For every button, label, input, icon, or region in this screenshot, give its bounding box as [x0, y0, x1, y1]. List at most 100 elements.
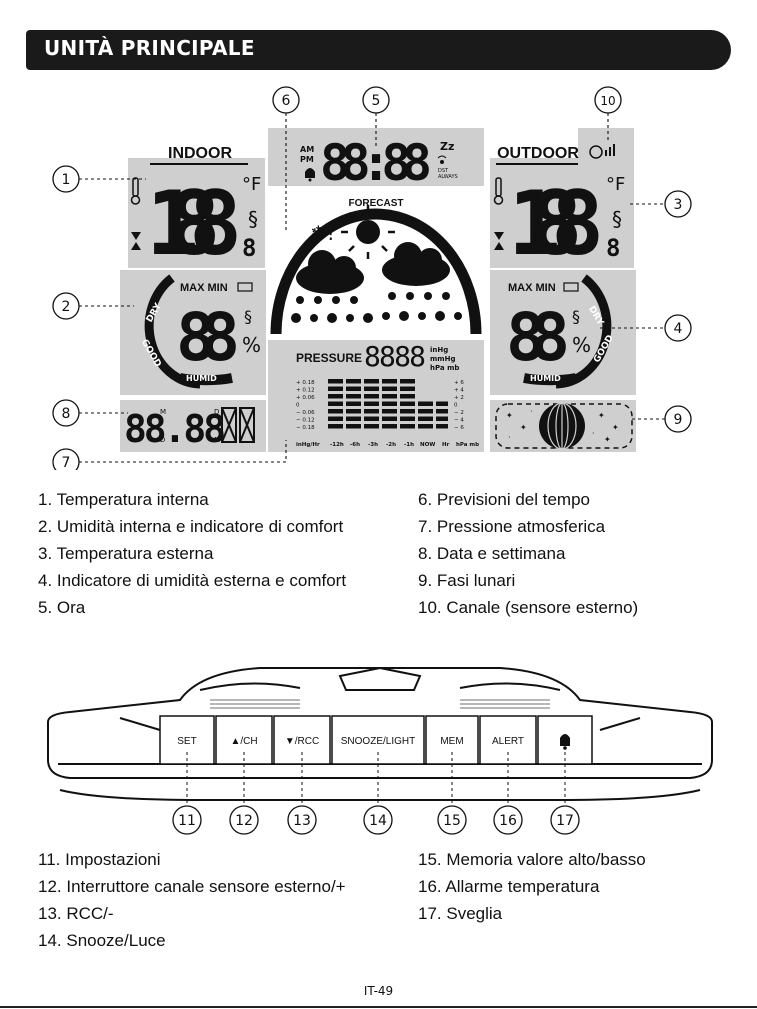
svg-text:inHg: inHg: [430, 346, 448, 354]
svg-text:§: §: [572, 307, 580, 326]
snowflake-icon: ❄!: [310, 221, 335, 245]
bottom-rule: [0, 1006, 757, 1008]
bar-right-label: − 2: [454, 410, 464, 416]
bell-icon: [560, 734, 570, 750]
device-button: [215, 715, 273, 765]
indoor-label: INDOOR: [168, 145, 232, 162]
bar-axis-label: -2h: [386, 442, 396, 448]
bar-left-label: + 0.18: [296, 380, 315, 386]
svg-text:✦: ✦: [520, 423, 527, 432]
pressure-bar-segment: [346, 386, 361, 391]
legend-item: 17. Sveglia: [418, 904, 503, 923]
pressure-bar-segment: [382, 386, 397, 391]
cloud-right-icon: [382, 242, 450, 286]
legend-item: 2. Umidità interna e indicatore di comfo…: [38, 517, 344, 536]
bar-left-label: − 0.12: [296, 418, 315, 424]
pressure-bar-segment: [418, 424, 433, 429]
pressure-bar-segment: [328, 409, 343, 414]
pressure-bar-segment: [346, 379, 361, 384]
device-button-label: SET: [177, 736, 196, 747]
bar-axis-label: Hr: [442, 442, 450, 448]
cloud-left-icon: [296, 250, 364, 294]
bar-axis-label: -6h: [350, 442, 360, 448]
callout-17: 17: [556, 813, 574, 829]
callout-13: 13: [293, 813, 311, 829]
device-button: [331, 715, 425, 765]
pressure-bar-segment: [364, 416, 379, 421]
device-button: [425, 715, 479, 765]
device-button: [479, 715, 537, 765]
svg-text:ALWAYS: ALWAYS: [438, 174, 458, 180]
pressure-bar-segment: [382, 379, 397, 384]
svg-text:✦: ✦: [604, 435, 611, 444]
bar-right-label: 0: [454, 403, 458, 409]
page-number: IT-49: [363, 984, 394, 998]
pressure-bar-segment: [346, 401, 361, 406]
sun-icon: [341, 205, 395, 259]
bar-axis-label: -1h: [404, 442, 414, 448]
buttons-legend-right: 15. Memoria valore alto/basso 16. Allarm…: [418, 846, 646, 927]
svg-text:·: ·: [508, 433, 511, 442]
thermometer-icon: [130, 177, 141, 205]
indoor-humidity-digits: 88: [176, 299, 240, 376]
callout-12: 12: [235, 813, 253, 829]
device-button-label: ▲/CH: [230, 736, 257, 747]
pm-label: PM: [300, 155, 314, 164]
callout-14: 14: [369, 813, 387, 829]
pressure-bar-segment: [328, 416, 343, 421]
svg-text:D: D: [214, 408, 219, 416]
clock-digits: 88:88: [320, 134, 432, 192]
bar-left-label: + 0.06: [296, 395, 315, 401]
battery-icon: [237, 282, 253, 292]
callout-16: 16: [499, 813, 517, 829]
weekday-segments: [221, 407, 255, 443]
bell-icon: [305, 168, 315, 182]
am-label: AM: [300, 145, 314, 154]
svg-text:HUMID: HUMID: [530, 374, 561, 383]
device-button-label: SNOOZE/LIGHT: [341, 736, 415, 747]
rain-drops-icon: [291, 292, 462, 323]
pressure-bar-segment: [400, 409, 415, 414]
pressure-bar-segment: [436, 401, 448, 406]
pressure-bar-segment: [418, 416, 433, 421]
callout-7: 7: [62, 455, 71, 470]
callout-9: 9: [674, 412, 683, 428]
bar-right-label: − 4: [454, 418, 464, 424]
radio-signal-icon: [437, 155, 447, 164]
legend-item: 13. RCC/-: [38, 904, 114, 923]
legend-item: 6. Previsioni del tempo: [418, 490, 590, 509]
pressure-bar-segment: [364, 386, 379, 391]
svg-text:✦: ✦: [612, 423, 619, 432]
legend-item: 1. Temperatura interna: [38, 490, 209, 509]
callout-5: 5: [372, 93, 381, 109]
channel-icon: [589, 144, 615, 159]
bar-axis-label: -3h: [368, 442, 378, 448]
bar-left-label: − 0.18: [296, 425, 315, 431]
legend-item: 14. Snooze/Luce: [38, 931, 166, 950]
indoor-maxmin-label: MAX MIN: [180, 282, 228, 294]
device-button: [159, 715, 215, 765]
pressure-bar-segment: [364, 379, 379, 384]
forecast-label: FORECAST: [349, 198, 404, 209]
pressure-bar-segment: [382, 424, 397, 429]
legend-item: 12. Interruttore canale sensore esterno/…: [38, 877, 346, 896]
bar-right-label: + 4: [454, 388, 464, 394]
lcd-display-diagram: INDOOR 188 8 °F § DRY GOOD HUMID MAX MIN…: [52, 86, 692, 470]
trend-arrow-icon: [131, 232, 141, 250]
pressure-bar-segment: [346, 409, 361, 414]
legend-item: 16. Allarme temperatura: [418, 877, 600, 896]
pressure-bar-segment: [400, 386, 415, 391]
device-button-label: ▼/RCC: [285, 736, 319, 747]
moon-phase-icon: [539, 402, 585, 450]
legend-item: 3. Temperatura esterna: [38, 544, 214, 563]
pressure-bar-segment: [364, 394, 379, 399]
indoor-temp-digits: 188: [146, 172, 242, 275]
pressure-bar-segment: [400, 424, 415, 429]
pressure-bar-segment: [400, 416, 415, 421]
indoor-temp-decimal: 8: [242, 234, 256, 262]
svg-text:✦: ✦: [598, 411, 605, 420]
pressure-bar-segment: [382, 394, 397, 399]
svg-text:Zz: Zz: [440, 140, 454, 153]
callout-1: 1: [62, 172, 71, 188]
pressure-bar-segment: [436, 416, 448, 421]
